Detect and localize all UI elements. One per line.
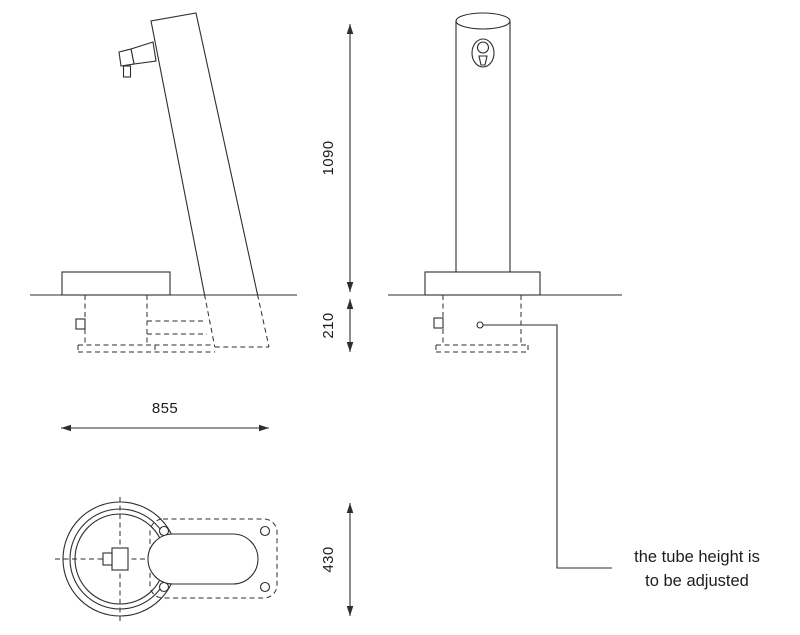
note-line-1: the tube height is xyxy=(634,548,760,566)
dimension-label: 1090 xyxy=(320,141,337,176)
arrow-down-icon xyxy=(346,606,354,616)
tube-underground-dashed xyxy=(204,294,270,348)
bubbler-tap xyxy=(471,38,495,68)
dimension-label: 430 xyxy=(320,546,337,572)
bubbler-outlet xyxy=(478,55,488,66)
dimension-below-ground: 210 xyxy=(320,299,354,352)
arrow-up-icon xyxy=(346,299,354,309)
reference-dot xyxy=(476,321,484,329)
tap-top-view xyxy=(102,547,129,571)
tap-body-top xyxy=(111,547,129,571)
bubbler-button xyxy=(476,41,490,54)
plan-view xyxy=(55,497,278,621)
leader-line xyxy=(483,324,612,569)
base-plate xyxy=(424,271,541,296)
bolt-hole xyxy=(259,581,271,593)
arrow-up-icon xyxy=(346,503,354,513)
arrow-right-icon xyxy=(259,424,269,432)
underground-socket-front xyxy=(433,295,529,353)
base-stadium-outline xyxy=(147,533,259,585)
tube-top-rim xyxy=(455,12,511,30)
dimension-base-width: 855 xyxy=(61,400,269,432)
arrow-left-icon xyxy=(61,424,71,432)
socket-side-fitting xyxy=(75,318,86,330)
underground-socket-side xyxy=(75,295,215,353)
arrow-up-icon xyxy=(346,24,354,34)
bolt-hole xyxy=(259,525,271,537)
annotation-note: the tube height is to be adjusted xyxy=(634,548,760,590)
arrow-down-icon xyxy=(346,282,354,292)
dimension-above-ground: 1090 xyxy=(320,24,354,292)
tap-nozzle-top xyxy=(102,552,113,566)
spout-nozzle xyxy=(118,48,135,67)
tap-spout xyxy=(118,41,157,78)
spout-body xyxy=(130,41,157,65)
socket-side-fitting xyxy=(433,317,444,329)
dimension-label: 855 xyxy=(152,400,178,417)
spout-outlet xyxy=(122,65,132,78)
base-plate xyxy=(61,271,171,296)
note-line-2: to be adjusted xyxy=(645,572,749,590)
front-view xyxy=(388,12,622,569)
dimension-label: 210 xyxy=(320,312,337,338)
dimension-plan-depth: 430 xyxy=(320,503,354,616)
arrow-down-icon xyxy=(346,342,354,352)
socket-dashed-outline xyxy=(435,295,529,353)
side-view xyxy=(30,12,297,353)
socket-dashed-outline xyxy=(77,295,215,353)
tube-outline xyxy=(150,12,259,295)
